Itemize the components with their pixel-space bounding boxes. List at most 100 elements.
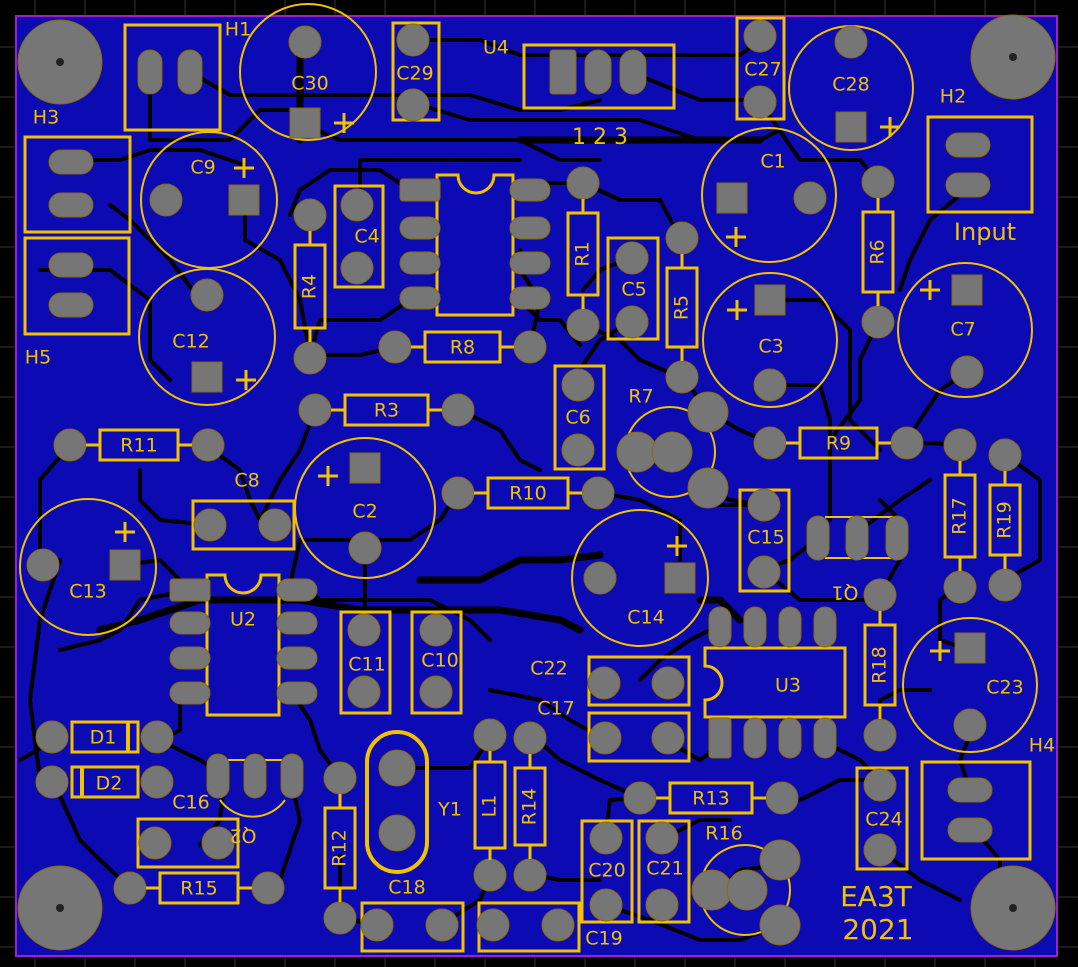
pad — [615, 241, 649, 275]
pad-square — [951, 274, 983, 306]
trace — [288, 491, 460, 587]
component-label: C16 — [172, 792, 209, 814]
trace — [581, 323, 682, 379]
pad-square — [349, 452, 381, 484]
pad — [26, 548, 60, 582]
pad-oval — [708, 606, 732, 648]
pad-oval — [845, 515, 869, 561]
component-label: C6 — [565, 407, 590, 429]
pad — [340, 188, 374, 222]
pad-oval — [243, 753, 267, 799]
pad — [298, 393, 332, 427]
pad — [473, 858, 507, 892]
pad — [588, 721, 622, 755]
resistor-outline — [863, 623, 897, 707]
component-label: R18 — [869, 646, 891, 683]
component-label: C9 — [190, 157, 215, 179]
capacitor-outline — [140, 131, 278, 269]
resistor-outline — [668, 781, 754, 815]
component-label: U3 — [775, 675, 801, 697]
pad — [293, 198, 327, 232]
pad — [191, 428, 225, 462]
capacitor-outline — [333, 184, 385, 289]
resistor-outline — [486, 476, 570, 510]
pad-oval — [813, 717, 837, 759]
component-label: R11 — [120, 435, 157, 457]
pad — [561, 433, 595, 467]
trace — [768, 383, 832, 522]
pad — [759, 904, 801, 946]
pad — [743, 85, 777, 119]
component-label: R10 — [509, 483, 546, 505]
pad-oval — [137, 49, 163, 95]
pad — [623, 781, 657, 815]
pad-square — [835, 111, 867, 143]
component-label: C7 — [950, 319, 975, 341]
component-label: C2 — [352, 501, 377, 523]
pad — [726, 869, 768, 911]
pad-square — [664, 562, 696, 594]
trace — [288, 168, 412, 217]
component-label: C8 — [234, 470, 259, 492]
component-label: C24 — [865, 809, 902, 831]
component-label: C14 — [627, 607, 664, 629]
capacitor-outline — [138, 268, 276, 406]
pad — [347, 675, 381, 709]
header-outline — [123, 23, 222, 132]
component-label: R16 — [705, 823, 742, 845]
pad — [347, 613, 381, 647]
component-label: C15 — [747, 527, 784, 549]
pad — [861, 165, 895, 199]
pad-oval — [206, 753, 230, 799]
capacitor-outline — [855, 766, 909, 871]
resistor-outline — [158, 871, 240, 905]
pad — [988, 568, 1022, 602]
component-label: C1 — [760, 151, 785, 173]
transistor-outline — [219, 799, 286, 818]
trace — [108, 203, 202, 302]
component-label: C23 — [986, 677, 1023, 699]
pad — [615, 305, 649, 339]
year-label: 2021 — [842, 913, 913, 946]
inductor-outline — [473, 760, 507, 850]
trace — [768, 298, 882, 452]
pad-oval — [509, 178, 551, 202]
pad-oval — [509, 216, 551, 240]
pad — [651, 666, 685, 700]
pad — [863, 833, 897, 867]
mounting-hole-drill — [56, 904, 64, 912]
component-label: C22 — [530, 658, 567, 680]
trace — [638, 623, 722, 682]
component-label: C4 — [354, 226, 379, 248]
pad-oval — [806, 515, 830, 561]
component-label: H1 — [225, 19, 251, 41]
pad-oval — [48, 252, 94, 278]
pad — [651, 431, 693, 473]
component-label: R5 — [671, 295, 693, 320]
pad-oval — [276, 646, 318, 670]
pad-oval — [885, 515, 909, 561]
pad — [53, 428, 87, 462]
component-label: H3 — [33, 107, 59, 129]
trace — [288, 688, 342, 780]
pad — [476, 908, 510, 942]
pad — [747, 555, 781, 589]
header-outline — [23, 135, 132, 234]
capacitor-outline — [902, 617, 1038, 753]
resistor-outline — [323, 806, 357, 890]
pad — [378, 749, 416, 787]
header-outline — [920, 760, 1032, 861]
resistor-outline — [423, 330, 502, 364]
trace — [628, 70, 762, 102]
capacitor-outline — [553, 364, 606, 471]
pad-oval — [743, 717, 767, 759]
pad — [378, 814, 416, 852]
pad-oval — [276, 681, 318, 705]
pad — [35, 765, 69, 799]
pad — [583, 561, 617, 595]
pad — [863, 768, 897, 802]
capacitor-outline — [701, 127, 837, 263]
pad — [645, 821, 679, 855]
component-label: R13 — [692, 788, 729, 810]
